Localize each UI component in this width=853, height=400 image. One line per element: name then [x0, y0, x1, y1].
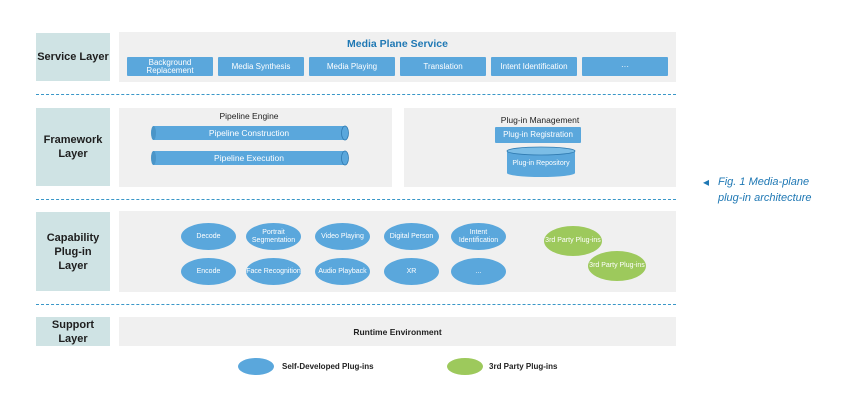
layer-divider [36, 199, 676, 200]
plugin-digital-person: Digital Person [384, 223, 439, 250]
caption-line-2: plug-in architecture [718, 192, 812, 204]
plugin-registration-box: Plug-in Registration [495, 127, 581, 143]
service-item-media-playing: Media Playing [309, 57, 395, 76]
capability-layer-label: Capability Plug-in Layer [36, 212, 110, 291]
plugin-repository-database [506, 146, 576, 177]
plugin-decode: Decode [181, 223, 236, 250]
layer-divider [36, 304, 676, 305]
support-layer-label: Support Layer [36, 317, 110, 346]
service-layer-panel: Media Plane Service Background Replaceme… [119, 32, 676, 82]
third-party-plugin: 3rd Party Plug-ins [544, 226, 602, 256]
legend-third-party-label: 3rd Party Plug-ins [489, 362, 558, 371]
runtime-environment-panel: Runtime Environment [119, 317, 676, 346]
caption-line-1: Fig. 1 Media-plane [718, 176, 810, 188]
plugin-more: ... [451, 258, 506, 285]
legend-self-developed-label: Self-Developed Plug-ins [282, 362, 374, 371]
legend-third-party-swatch [447, 358, 483, 375]
service-item-more: ··· [582, 57, 668, 76]
service-layer-label: Service Layer [36, 33, 110, 81]
layer-divider [36, 94, 676, 95]
plugin-face-recognition: Face Recognition [246, 258, 301, 285]
pipeline-execution-cylinder [151, 150, 349, 166]
plugin-xr: XR [384, 258, 439, 285]
pipeline-engine-panel: Pipeline Engine Pipeline Construction Pi… [119, 108, 392, 187]
plugin-portrait-segmentation: Portrait Segmentation [246, 223, 301, 250]
plugin-intent-identification: Intent Identification [451, 223, 506, 250]
service-item-intent-identification: Intent Identification [491, 57, 577, 76]
plugin-encode: Encode [181, 258, 236, 285]
pipeline-execution-label: Pipeline Execution [214, 153, 284, 163]
figure-caption: Fig. 1 Media-plane plug-in architecture [718, 174, 848, 206]
pipeline-construction-cylinder [151, 125, 349, 141]
plugin-audio-playback: Audio Playback [315, 258, 370, 285]
plugin-management-title: Plug-in Management [500, 115, 580, 125]
capability-layer-panel: Decode Portrait Segmentation Video Playi… [119, 211, 676, 292]
plugin-management-panel: Plug-in Management Plug-in Registration … [404, 108, 676, 187]
service-item-background-replacement: Background Replacement [127, 57, 213, 76]
caption-arrow-icon: ◂ [703, 175, 710, 189]
framework-layer-label: Framework Layer [36, 108, 110, 186]
plugin-video-playing: Video Playing [315, 223, 370, 250]
pipeline-construction-label: Pipeline Construction [208, 128, 290, 138]
legend-self-developed-swatch [238, 358, 274, 375]
media-plane-service-title: Media Plane Service [347, 38, 448, 50]
third-party-plugin: 3rd Party Plug-ins [588, 251, 646, 281]
service-item-media-synthesis: Media Synthesis [218, 57, 304, 76]
plugin-repository-label: Plug-in Repository [512, 160, 570, 167]
pipeline-engine-title: Pipeline Engine [219, 111, 279, 121]
service-item-translation: Translation [400, 57, 486, 76]
